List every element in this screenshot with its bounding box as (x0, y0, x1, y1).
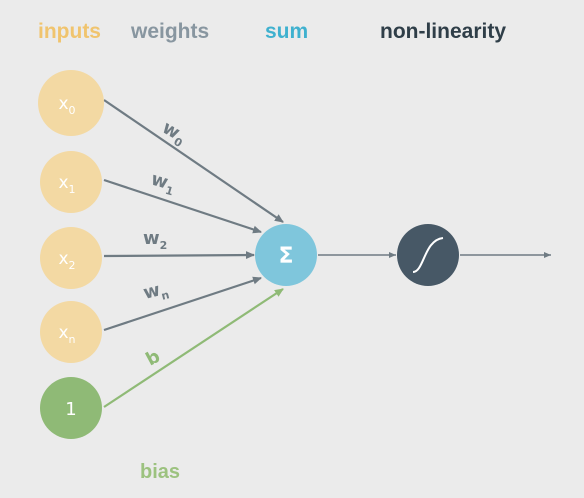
bias-node: 1 (40, 377, 102, 439)
input-node-x1-circle (40, 151, 102, 213)
weight-w1-base: w (149, 169, 171, 194)
edge-x2-sum (103, 251, 255, 260)
input-node-x2-circle (40, 227, 102, 289)
sum-node: Σ (255, 224, 317, 286)
sigmoid-icon (412, 237, 444, 273)
weight-w2-sub: 2 (160, 239, 168, 252)
sum-header: sum (265, 20, 309, 43)
weight-w2-base: w (143, 228, 160, 249)
sum-node-circle (255, 224, 317, 286)
inputs-header: inputs (38, 20, 101, 43)
edge-xn-sum (103, 276, 262, 332)
svg-text:x2: x2 (58, 249, 75, 272)
input-xn-base: x (58, 323, 68, 343)
weights-header: weights (131, 20, 210, 43)
input-node-x0-circle (38, 70, 104, 136)
input-xn-sub: n (69, 333, 76, 346)
bias-node-circle (40, 377, 102, 439)
input-node-x1: x1 (40, 151, 102, 213)
activation-node-circle (397, 224, 459, 286)
activation-node (397, 224, 459, 286)
weight-label-w1: w1 (148, 169, 178, 199)
bias-label: bias (140, 461, 181, 483)
weight-label-w2: w2 (143, 228, 167, 252)
input-node-x0: x0 (38, 70, 104, 136)
input-node-xn-circle (40, 301, 102, 363)
input-node-xn: xn (40, 301, 102, 363)
edge-x0-sum (103, 99, 284, 223)
weight-wn-sub: n (160, 288, 171, 303)
edge-bias-sum (103, 288, 284, 408)
svg-text:xn: xn (58, 323, 75, 346)
input-x0-sub: 0 (69, 104, 76, 117)
weight-w1-sub: 1 (164, 184, 175, 199)
weight-label-wn: wn (141, 278, 171, 307)
weight-wn-base: w (141, 279, 162, 303)
sum-symbol: Σ (278, 244, 293, 269)
input-x1-sub: 1 (69, 183, 76, 196)
svg-text:x1: x1 (58, 173, 75, 196)
input-x2-sub: 2 (69, 259, 76, 272)
edge-x1-sum (103, 178, 262, 234)
weight-label-w0: w0 (157, 117, 190, 150)
input-x0-base: x (58, 94, 68, 114)
non-linearity-header: non-linearity (380, 20, 507, 43)
bias-weight-label: b (142, 346, 163, 371)
svg-text:x0: x0 (58, 94, 75, 117)
bias-node-value: 1 (65, 399, 76, 420)
input-x1-base: x (58, 173, 68, 193)
input-x2-base: x (58, 249, 68, 269)
input-node-x2: x2 (40, 227, 102, 289)
